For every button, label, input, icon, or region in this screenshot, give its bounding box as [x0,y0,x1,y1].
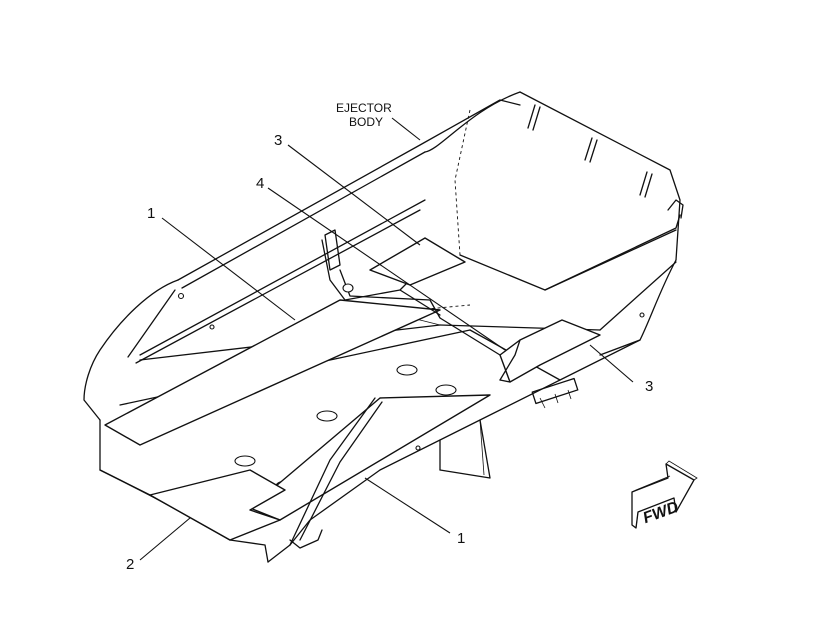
leader-ejector-body [391,117,421,141]
floor-hole [234,455,256,467]
floor-hole [435,384,457,396]
ejector-body-label-line2: BODY [349,115,383,129]
fwd-arrow-icon: FWD [631,460,698,529]
part-2-floor-plate [149,469,286,541]
part-3-upper-plate [369,237,466,286]
ejector-body-outline [83,91,684,563]
callout-1-lower: 1 [457,530,465,547]
callout-4: 4 [256,175,264,192]
part-3-right-plate [499,319,601,383]
leader-lines [139,117,634,561]
leader-2 [139,517,191,561]
floor-hole [396,364,418,376]
leader-3-upper [287,144,421,246]
leader-3-right [589,344,634,383]
callout-3-upper: 3 [274,132,282,149]
callout-3-right: 3 [645,378,653,395]
part-1-upper-strip [104,299,441,446]
callout-1-upper: 1 [147,205,155,222]
part-1-lower-strip [249,394,491,546]
leader-1-upper [161,217,296,321]
callout-2: 2 [126,556,134,573]
floor-hole [316,410,338,422]
leader-1-lower [364,477,451,534]
fwd-label: FWD [641,499,681,528]
ejector-body-label-line1: EJECTOR [336,101,392,115]
leader-4 [267,187,506,351]
